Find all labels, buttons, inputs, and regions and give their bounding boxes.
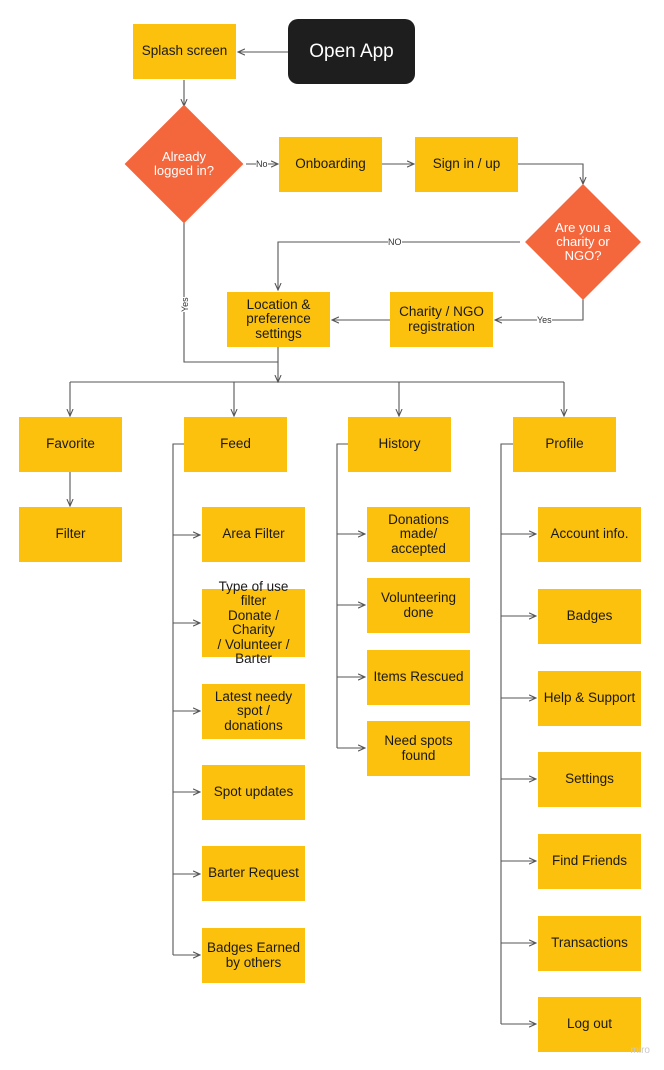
edge-profile-spine	[500, 443, 513, 1024]
feed-item-badges-earned[interactable]: Badges Earned by others	[202, 928, 305, 983]
signin-node[interactable]: Sign in / up	[415, 137, 518, 192]
logged-in-decision-label: Already logged in?	[154, 149, 214, 178]
profile-item-transactions[interactable]: Transactions	[538, 916, 641, 971]
charity-decision-label: Are you a charity or NGO?	[555, 220, 611, 263]
profile-item-badges[interactable]: Badges	[538, 589, 641, 644]
edge-history-spine	[336, 443, 348, 748]
watermark: miro	[630, 1045, 650, 1056]
feed-item-spot-updates[interactable]: Spot updates	[202, 765, 305, 820]
edge-charity-no	[278, 241, 520, 290]
edge-label-yes-vertical: Yes	[180, 297, 190, 312]
onboarding-node[interactable]: Onboarding	[279, 137, 382, 192]
profile-item-account-info[interactable]: Account info.	[538, 507, 641, 562]
feed-item-area-filter[interactable]: Area Filter	[202, 507, 305, 562]
location-preference-node[interactable]: Location & preference settings	[227, 292, 330, 347]
edge-feed-spine	[172, 443, 184, 955]
edge-label-no: No	[256, 159, 268, 169]
splash-screen-node[interactable]: Splash screen	[133, 24, 236, 79]
filter-node[interactable]: Filter	[19, 507, 122, 562]
history-item-donations[interactable]: Donations made/ accepted	[367, 507, 470, 562]
edge-label-yes: Yes	[537, 315, 552, 325]
profile-item-find-friends[interactable]: Find Friends	[538, 834, 641, 889]
feed-item-barter-request[interactable]: Barter Request	[202, 846, 305, 901]
logged-in-decision[interactable]: Already logged in?	[121, 104, 247, 224]
charity-decision[interactable]: Are you a charity or NGO?	[519, 184, 647, 300]
profile-item-settings[interactable]: Settings	[538, 752, 641, 807]
edge-label-no-upper: NO	[388, 237, 402, 247]
favorite-node[interactable]: Favorite	[19, 417, 122, 472]
profile-node[interactable]: Profile	[513, 417, 616, 472]
history-item-need-spots[interactable]: Need spots found	[367, 721, 470, 776]
profile-item-help-support[interactable]: Help & Support	[538, 671, 641, 726]
history-item-items-rescued[interactable]: Items Rescued	[367, 650, 470, 705]
feed-node[interactable]: Feed	[184, 417, 287, 472]
edge-charity-yes	[495, 298, 584, 320]
feed-item-type-filter[interactable]: Type of use filter Donate / Charity / Vo…	[202, 579, 305, 666]
edge-decision-yes	[183, 222, 278, 363]
edge-signin-to-charity	[518, 163, 583, 184]
history-node[interactable]: History	[348, 417, 451, 472]
charity-registration-node[interactable]: Charity / NGO registration	[390, 292, 493, 347]
profile-item-log-out[interactable]: Log out	[538, 997, 641, 1052]
feed-item-latest-needy[interactable]: Latest needy spot / donations	[202, 684, 305, 739]
open-app-node[interactable]: Open App	[288, 19, 415, 84]
history-item-volunteering[interactable]: Volunteering done	[367, 578, 470, 633]
